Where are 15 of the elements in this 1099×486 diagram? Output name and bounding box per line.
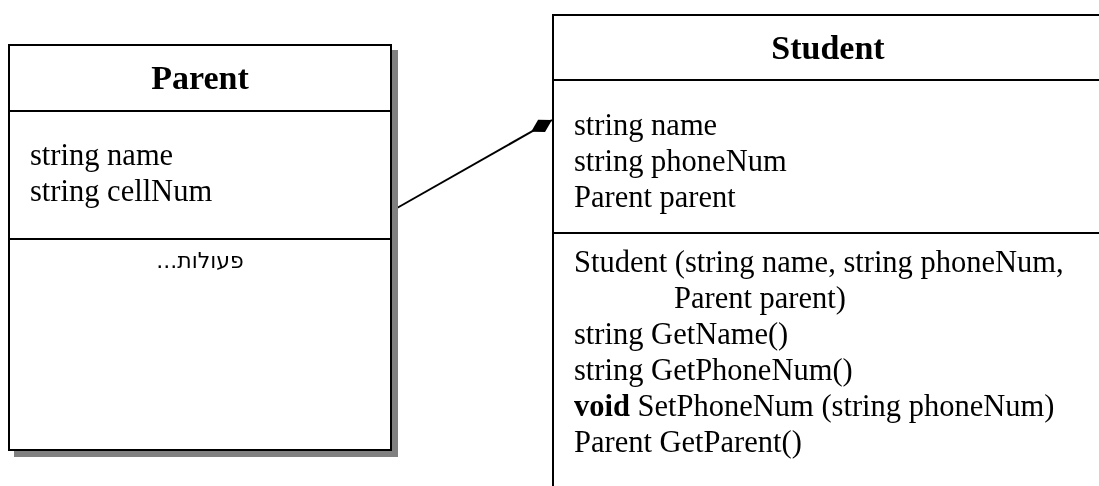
class-name: Student xyxy=(771,30,885,65)
attribute-text: string cellNum xyxy=(30,173,213,209)
attribute-text: string phoneNum xyxy=(574,143,787,179)
class-box xyxy=(552,14,1099,486)
attribute-text: string name xyxy=(574,107,718,143)
method-signature: Parent GetParent() xyxy=(574,424,802,460)
method-signature: string GetPhoneNum() xyxy=(574,352,853,388)
class-name: Parent xyxy=(151,61,249,95)
operations-text: פעולות... xyxy=(156,247,244,275)
method-signature: Student (string name, string phoneNum, Parent parent) xyxy=(574,244,1065,316)
attribute-text: Parent parent xyxy=(574,179,736,215)
method-signature: void SetPhoneNum (string phoneNum) xyxy=(574,388,1055,424)
method-signature: string GetName() xyxy=(574,316,789,352)
composition-connector xyxy=(396,119,553,209)
attribute-text: string name xyxy=(30,137,174,173)
